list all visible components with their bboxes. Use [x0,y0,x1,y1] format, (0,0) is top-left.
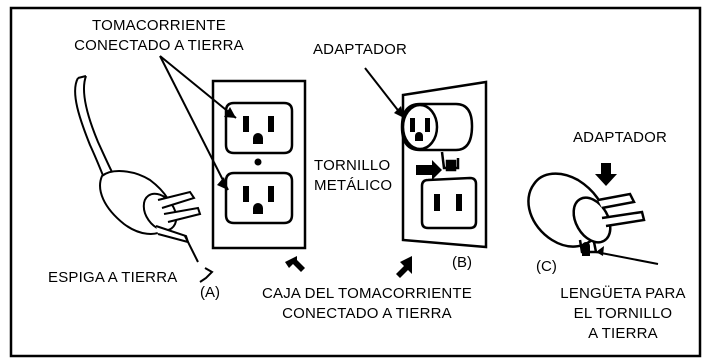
adapter-slots-b [410,118,430,141]
tab-label: LENGÜETA PARA EL TORNILLO A TIERRA [558,284,688,344]
box-label: CAJA DEL TOMACORRIENTE CONECTADO A TIERR… [252,284,482,324]
three-prong-plug [74,75,202,244]
tab-label-line3: A TIERRA [588,325,658,342]
figure-tag-b: (B) [452,254,472,271]
box-label-line1: CAJA DEL TOMACORRIENTE [262,285,472,302]
receptacle-label-line1: TOMACORRIENTE [92,17,226,34]
tab-label-line2: EL TORNILLO [573,305,673,322]
screw-label-line2: METÁLICO [314,177,393,194]
screw-label: TORNILLO METÁLICO [314,156,402,196]
box-label-line2: CONECTADO A TIERRA [282,305,452,322]
outlet-slots-a [243,116,274,214]
receptacle-label: TOMACORRIENTE CONECTADO A TIERRA [54,16,264,56]
ground-tab-c [582,242,590,256]
tab-label-line1: LENGÜETA PARA [560,285,686,302]
loose-adapter [527,172,646,254]
figure-tag-a: (A) [200,284,220,301]
outlet-slots-b [434,194,462,211]
adapter-label-top: ADAPTADOR [312,41,408,58]
arrowheads [217,106,617,278]
diagram-frame [9,6,702,358]
screw-label-line1: TORNILLO [314,157,391,174]
ground-pin-label: ESPIGA A TIERRA [48,269,178,286]
receptacle-label-line2: CONECTADO A TIERRA [74,37,244,54]
figure-tag-c: (C) [536,258,557,275]
adapter-label-right: ADAPTADOR [572,129,668,146]
